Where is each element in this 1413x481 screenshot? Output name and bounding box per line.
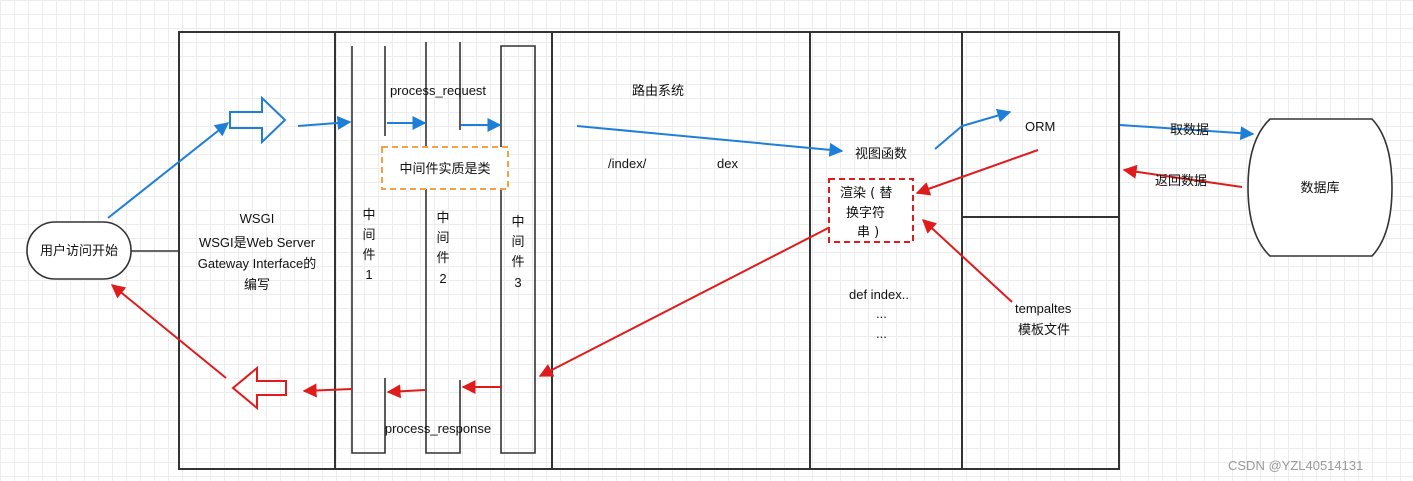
- middleware-2-char-3: 件: [436, 251, 449, 266]
- templates-label-line1: tempaltes: [1015, 301, 1072, 316]
- wsgi-title: WSGI: [240, 211, 275, 226]
- wsgi-to-middleware-arrow: [297, 115, 352, 130]
- middleware-pillars: [351, 42, 536, 454]
- wsgi-desc-line3: 编写: [244, 277, 270, 292]
- middleware-2-char-2: 间: [436, 231, 449, 246]
- wsgi-to-user-arrow: [110, 284, 227, 379]
- middleware-1-char-2: 间: [362, 228, 375, 243]
- wsgi-desc-line1: WSGI是Web Server: [199, 235, 316, 250]
- fetch-data-label: 取数据: [1170, 123, 1209, 138]
- middleware-2-pillar: [425, 42, 461, 454]
- request-hollow-arrow-icon: [229, 95, 287, 145]
- middleware-2-char-4: 2: [439, 271, 446, 286]
- templates-to-render-arrow: [921, 219, 1013, 303]
- watermark: CSDN @YZL40514131: [1228, 458, 1363, 473]
- def-index-label: def index..: [849, 287, 909, 302]
- response-hollow-arrow-icon: [231, 365, 287, 411]
- routing-to-view-arrow: [576, 125, 844, 157]
- database-node: [1247, 118, 1393, 257]
- database-to-orm-arrow: [1122, 164, 1243, 188]
- main-frame: [178, 31, 1120, 470]
- orm-to-database-arrow: [1119, 124, 1255, 141]
- process-response-label: process_response: [385, 421, 491, 436]
- user-to-wsgi-arrow: [107, 122, 230, 219]
- route-path-label: /index/: [608, 156, 647, 171]
- middleware-note-label: 中间件实质是类: [399, 162, 490, 177]
- middleware-3-char-1: 中: [511, 215, 524, 230]
- user-start-label: 用户访问开始: [40, 243, 118, 259]
- route-target-label: dex: [717, 156, 738, 171]
- wsgi-desc-line2: Gateway Interface的: [198, 256, 317, 271]
- middleware-1-pillar: [351, 46, 386, 454]
- return-data-label: 返回数据: [1155, 174, 1207, 189]
- routing-system-label: 路由系统: [632, 83, 684, 99]
- render-line3: 串 ): [857, 225, 879, 240]
- middleware-1-char-1: 中: [362, 208, 375, 223]
- middleware-2-char-1: 中: [436, 211, 449, 226]
- middleware-3-char-2: 间: [511, 235, 524, 250]
- orm-label: ORM: [1025, 119, 1055, 134]
- middleware-1-char-3: 件: [362, 248, 375, 263]
- middleware-1-char-4: 1: [365, 267, 372, 282]
- middleware-note-box: [381, 146, 509, 190]
- ellipsis-1: ...: [876, 306, 887, 321]
- middleware-to-wsgi-arrow: [302, 383, 353, 398]
- view-function-label: 视图函数: [855, 147, 907, 162]
- middleware-3-char-4: 3: [514, 275, 521, 290]
- process-request-label: process_request: [390, 83, 486, 98]
- mw2-to-mw1-arrow: [386, 384, 426, 399]
- view-to-orm-arrow: [934, 108, 1012, 150]
- middleware-3-pillar: [500, 45, 536, 454]
- middleware-3-char-3: 件: [511, 255, 524, 270]
- ellipsis-2: ...: [876, 326, 887, 341]
- render-note-box: [828, 178, 914, 243]
- templates-label-line2: 模板文件: [1018, 323, 1070, 338]
- orm-to-render-arrow: [915, 149, 1039, 196]
- render-line2: 换字符: [846, 205, 885, 221]
- render-to-middleware-arrow: [538, 222, 839, 377]
- render-line1: 渲染 ( 替: [840, 186, 892, 201]
- database-label: 数据库: [1300, 180, 1339, 196]
